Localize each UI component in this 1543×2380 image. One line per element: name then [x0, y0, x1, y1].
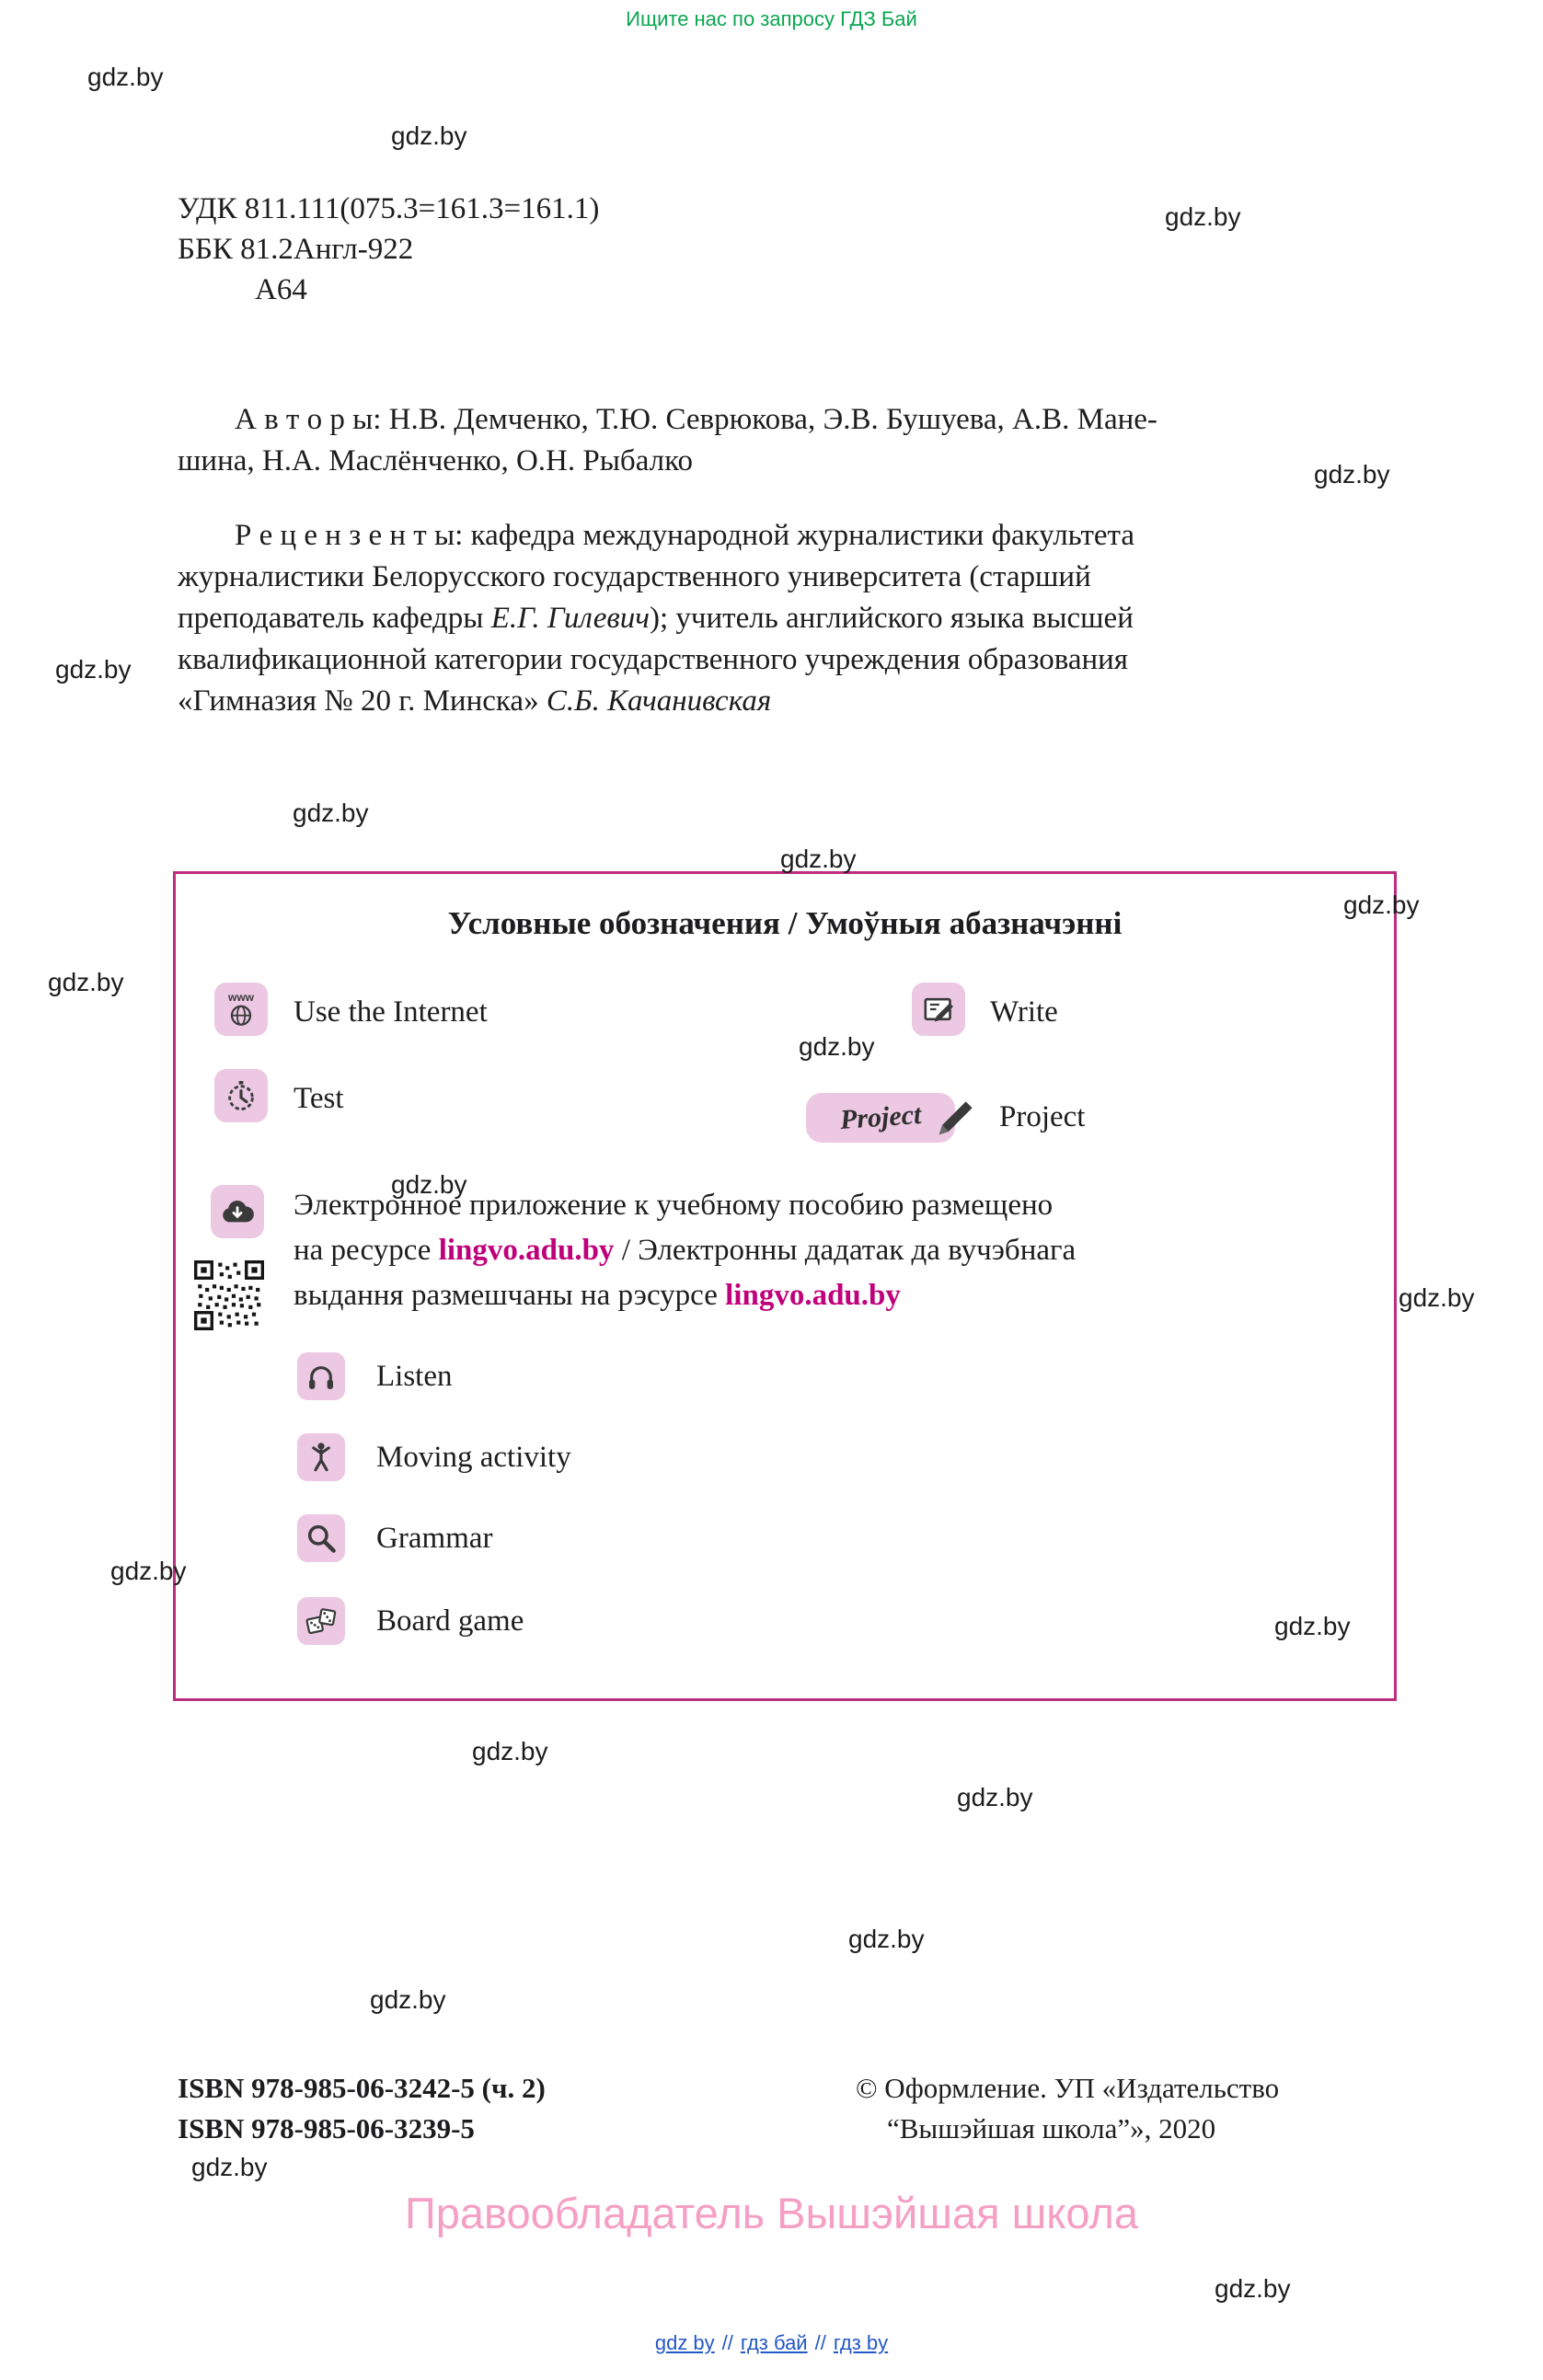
watermark: gdz.by — [472, 1737, 548, 1765]
person-icon — [312, 1443, 330, 1472]
watermark: gdz.by — [370, 1985, 446, 2014]
copyright-line-1: © Оформление. УП «Издательство — [856, 2072, 1280, 2104]
test-icon — [214, 1069, 268, 1122]
cloud-app-icon — [211, 1185, 264, 1238]
legend-label-listen: Listen — [376, 1360, 453, 1393]
watermark: gdz.by — [293, 799, 369, 827]
watermark: gdz.by — [1215, 2274, 1291, 2303]
listen-icon — [297, 1352, 345, 1400]
reviewers-paragraph: Р е ц е н з е н т ы: кафедра международн… — [178, 515, 1466, 722]
watermark: gdz.by — [48, 968, 124, 996]
watermark: gdz.by — [1165, 202, 1241, 231]
legend-label-test: Test — [294, 1082, 344, 1115]
watermark: gdz.by — [1314, 460, 1390, 489]
reviewers-text: Р е ц е н з е н т ы: кафедра международн… — [178, 519, 1135, 635]
board-game-icon — [297, 1597, 345, 1645]
authors-paragraph: А в т о р ы: Н.В. Демченко, Т.Ю. Севрюко… — [178, 403, 1157, 477]
legend-label-internet: Use the Internet — [294, 995, 488, 1029]
bibliographic-block: УДК 811.111(075.3=161.3=161.1) ББК 81.2А… — [178, 189, 599, 310]
legend-label-grammar: Grammar — [376, 1522, 493, 1555]
legend-label-board-game: Board game — [376, 1604, 524, 1638]
footer-separator: // — [721, 2331, 733, 2354]
watermark: gdz.by — [391, 121, 467, 150]
watermark: gdz.by — [191, 2153, 268, 2181]
bbk-line: ББК 81.2Англ-922 — [178, 233, 414, 266]
eapp-text-by: / Электронны дадатак да вучэбнага выданн… — [294, 1234, 1077, 1312]
pencil-icon — [938, 1101, 973, 1135]
author-code-line: А64 — [255, 273, 307, 306]
headphones-icon — [309, 1366, 333, 1389]
watermark: gdz.by — [799, 1032, 875, 1061]
qr-code — [194, 1260, 264, 1330]
isbn-line-2: ISBN 978-985-06-3239-5 — [178, 2112, 475, 2144]
copyright-block: © Оформление. УП «Издательство “Вышэйшая… — [856, 2068, 1279, 2149]
watermark: gdz.by — [780, 845, 857, 873]
legend-title: Условные обозначения / Умоўныя абазначэн… — [447, 905, 1123, 941]
watermark: gdz.by — [87, 63, 164, 91]
footer-link-gdz-by[interactable]: gdz by — [654, 2331, 715, 2354]
magnifier-icon — [307, 1524, 336, 1553]
rights-holder-text: Правообладатель Вышэйшая школа — [404, 2189, 1139, 2237]
eapp-text-ru: Электронное приложение к учебному пособи… — [294, 1189, 1054, 1267]
legend-box: Условные обозначения / Умоўныя абазначэн… — [173, 871, 1397, 1701]
footer-links: gdz by // гдз бай // гдз by — [0, 2331, 1543, 2355]
watermark: gdz.by — [957, 1783, 1033, 1811]
footer-separator-2: // — [814, 2331, 826, 2354]
footer-link-gdz-bai[interactable]: гдз бай — [740, 2331, 808, 2354]
watermark: gdz.by — [391, 1170, 467, 1199]
cloud-download-icon — [223, 1201, 254, 1223]
legend-label-project: Project — [999, 1100, 1086, 1133]
reviewer-name-italic: Е.Г. Гилевич — [490, 602, 650, 635]
watermark: gdz.by — [1274, 1612, 1351, 1640]
eapp-paragraph: Электронное приложение к учебному пособи… — [294, 1183, 1379, 1318]
grammar-icon — [297, 1514, 345, 1562]
globe-icon — [230, 1005, 252, 1026]
watermark: gdz.by — [848, 1925, 925, 1953]
project-badge: Project — [806, 1093, 973, 1143]
copyright-line-2: “Вышэйшая школа”», 2020 — [887, 2112, 1216, 2144]
legend-label-write: Write — [990, 995, 1058, 1029]
watermark: gdz.by — [1343, 891, 1420, 919]
watermark: gdz.by — [55, 655, 132, 684]
top-banner: Ищите нас по запросу ГДЗ Бай — [626, 7, 917, 30]
moving-activity-icon — [297, 1433, 345, 1481]
reviewer-name-italic-2: С.Б. Качанивская — [546, 684, 772, 718]
reviewers-text-2: ); учитель английского языка высшей квал… — [178, 602, 1134, 718]
internet-globe-icon: www — [214, 983, 268, 1036]
udk-line: УДК 811.111(075.3=161.3=161.1) — [178, 192, 600, 225]
www-badge: www — [227, 990, 254, 1004]
footer-link-gdz-by-2[interactable]: гдз by — [833, 2331, 889, 2354]
stopwatch-icon — [228, 1081, 254, 1110]
lingvo-link: lingvo.adu.by — [438, 1234, 615, 1267]
dice-icon — [305, 1608, 337, 1635]
legend-label-moving: Moving activity — [376, 1441, 571, 1474]
notebook-pencil-icon — [924, 997, 953, 1022]
isbn-line-1: ISBN 978-985-06-3242-5 (ч. 2) — [178, 2072, 546, 2104]
isbn-block: ISBN 978-985-06-3242-5 (ч. 2) ISBN 978-9… — [178, 2068, 546, 2149]
write-icon — [912, 983, 965, 1036]
watermark: gdz.by — [110, 1557, 187, 1585]
lingvo-link-2: lingvo.adu.by — [725, 1279, 901, 1312]
watermark: gdz.by — [1399, 1283, 1475, 1312]
project-handwritten-label: Project — [838, 1098, 923, 1136]
